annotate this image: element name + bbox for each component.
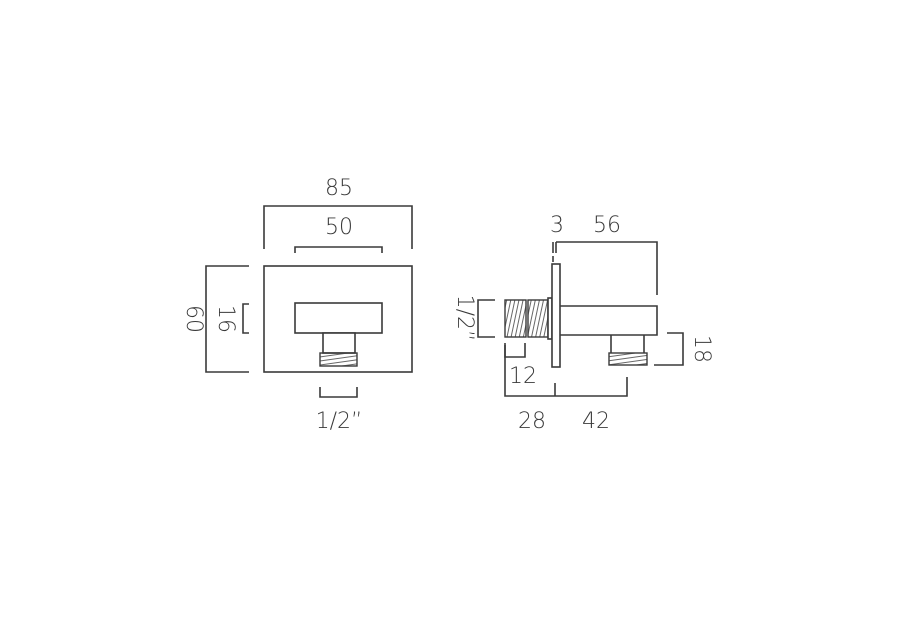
outlet-thread-front [319,352,358,367]
dim-label-12: 12 [509,364,537,389]
flange-plate [551,263,561,368]
dim-label-28: 28 [518,409,546,434]
tail-thread-outer [504,299,527,338]
outlet-thread-side [608,352,648,366]
dim-label-42: 42 [582,409,610,434]
dimension-flange-and-arm: 3 56 [550,213,658,295]
dim-label-85: 85 [325,176,353,201]
dim-label-3: 3 [550,213,564,238]
dimension-overall-width: 85 [263,176,413,249]
outlet-arm-side [560,305,658,336]
outlet-stem-front [322,332,356,354]
outlet-bar-front [294,302,383,334]
dimension-bar-width: 50 [294,215,383,253]
tail-thread-inner [527,299,549,338]
dimension-tail-and-offset: 28 42 [504,345,628,434]
dimension-bar-height: 16 [213,303,249,334]
dimension-thread-front: 1/2” [316,387,363,434]
dim-label-half-inch-front: 1/2” [316,409,363,434]
dimension-outlet-height: 18 [654,332,714,366]
dim-label-18: 18 [689,335,714,363]
dimension-inlet-thread: 1/2” [452,295,495,342]
dim-label-half-inch-side: 1/2” [452,295,477,342]
front-view: 85 50 60 16 1/2” [181,176,413,434]
dim-label-50: 50 [325,215,353,240]
dim-label-56: 56 [593,213,621,238]
dim-label-16: 16 [213,305,238,333]
dimension-overall-height: 60 [181,265,249,373]
dimension-thread-length: 12 [504,343,537,389]
side-view: 3 56 1/2” 18 12 [452,213,714,434]
dim-label-60: 60 [181,305,206,333]
